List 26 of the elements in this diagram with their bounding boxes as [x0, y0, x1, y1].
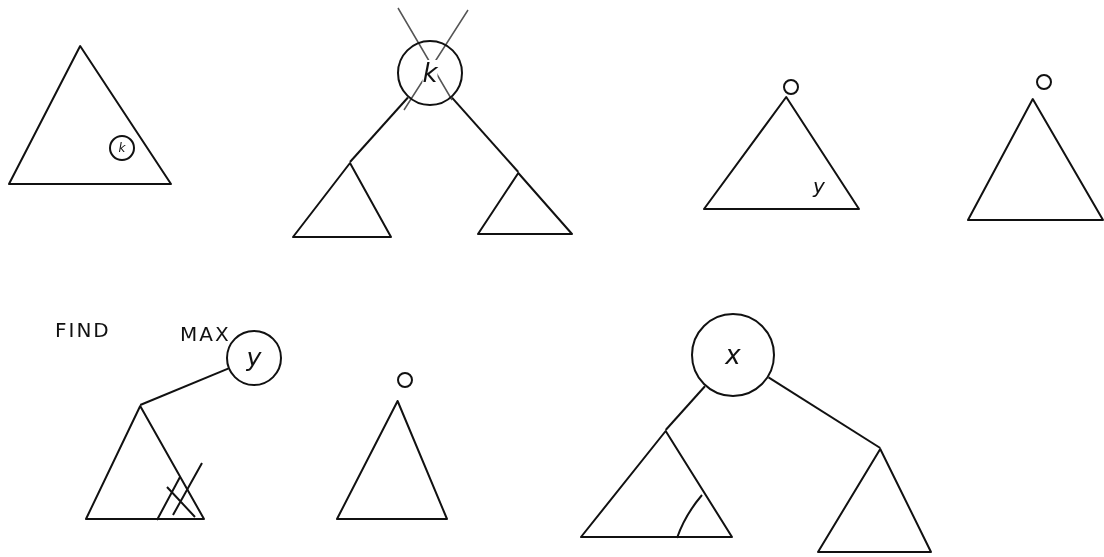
subtree-triangle: [967, 98, 1104, 221]
node-letter: k: [422, 60, 438, 86]
circle-node: [783, 79, 799, 95]
circle-node: [109, 135, 135, 161]
subtree-triangle: [580, 430, 733, 538]
subtree-triangle: [336, 400, 448, 520]
circle-node: [397, 372, 413, 388]
subtree-triangle: [477, 172, 573, 235]
subtree-triangle: [8, 45, 172, 185]
tree-edge: [349, 96, 409, 163]
subtree-triangle: [817, 448, 932, 553]
node-letter: y: [813, 176, 825, 196]
circle-node: [1036, 74, 1052, 90]
subtree-triangle: [85, 405, 205, 520]
tree-edge: [767, 376, 882, 449]
tree-edge: [450, 96, 520, 173]
circle-node: [397, 40, 463, 106]
circle-node: [691, 313, 775, 397]
subtree-triangle: [703, 96, 860, 210]
tree-edge: [664, 385, 706, 431]
tree-edge: [139, 367, 230, 406]
handwritten-label: FIND: [55, 318, 111, 342]
circle-node: [226, 330, 282, 386]
handwritten-label: MAX: [180, 322, 231, 346]
subtree-triangle: [292, 162, 392, 238]
node-letter: k: [118, 142, 126, 154]
